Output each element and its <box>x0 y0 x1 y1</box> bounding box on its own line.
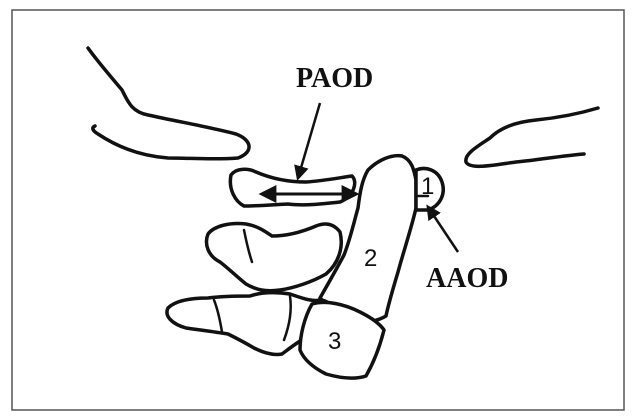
mandible-outline <box>466 108 598 166</box>
vertebra-1-label: 1 <box>421 173 434 200</box>
aaod-label: AAOD <box>426 263 508 294</box>
vertebra-3-label: 3 <box>328 328 341 355</box>
vertebra-2-label: 2 <box>364 245 377 272</box>
paod-label: PAOD <box>296 63 373 94</box>
paod-pointer-arrow <box>298 103 320 178</box>
aaod-pointer-arrow <box>428 207 458 252</box>
occipital-outline <box>88 48 249 159</box>
c2-spinous-process <box>207 223 342 290</box>
atlas-posterior-arch <box>230 169 354 206</box>
